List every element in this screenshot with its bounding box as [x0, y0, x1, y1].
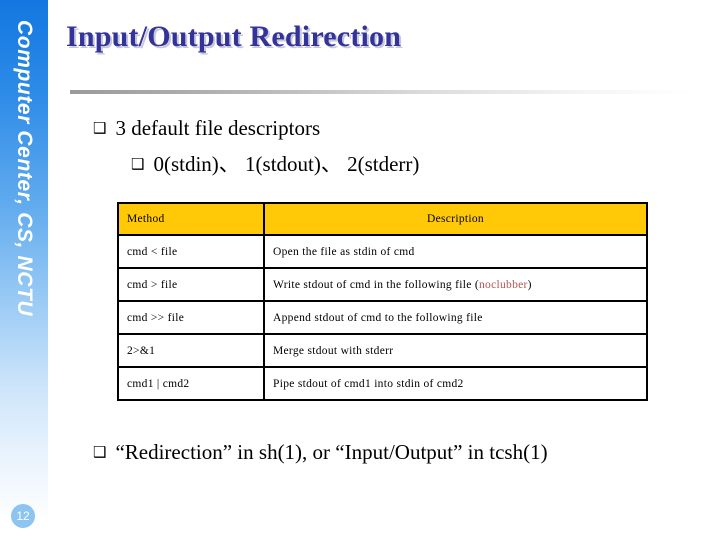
cell-description: Merge stdout with stderr	[263, 333, 648, 368]
table-header-row: Method Description	[117, 202, 648, 236]
bullet-item-stdio-label: 0(stdin)、 1(stdout)、 2(stderr)	[153, 152, 420, 176]
cell-method: cmd < file	[117, 234, 265, 269]
cell-method: cmd1 | cmd2	[117, 366, 265, 401]
cell-method: cmd > file	[117, 267, 265, 302]
cell-description: Pipe stdout of cmd1 into stdin of cmd2	[263, 366, 648, 401]
table-header: Method Description	[117, 202, 648, 236]
bullet-item-stdio: ❑ 0(stdin)、 1(stdout)、 2(stderr)	[131, 148, 419, 178]
description-highlight: noclubber	[478, 278, 528, 291]
description-text: Write stdout of cmd in the following fil…	[273, 278, 479, 291]
bullet-item-descriptors: ❑ 3 default file descriptors	[93, 116, 320, 141]
bullet-item-manpage-label: “Redirection” in sh(1), or “Input/Output…	[115, 440, 548, 464]
cell-method: cmd >> file	[117, 300, 265, 335]
column-header-method: Method	[117, 202, 265, 236]
cell-description: Open the file as stdin of cmd	[263, 234, 648, 269]
cell-method: 2>&1	[117, 333, 265, 368]
description-text-tail: )	[527, 278, 532, 291]
sidebar-banner: Computer Center, CS, NCTU 12	[0, 0, 48, 540]
bullet-item-descriptors-label: 3 default file descriptors	[115, 116, 321, 140]
page-number-badge: 12	[11, 504, 35, 528]
bullet-item-manpage: ❑ “Redirection” in sh(1), or “Input/Outp…	[93, 440, 548, 465]
table-row: cmd > file Write stdout of cmd in the fol…	[117, 267, 648, 302]
cell-description: Write stdout of cmd in the following fil…	[263, 267, 648, 302]
bullet-square-icon: ❑	[93, 443, 107, 461]
sidebar-vertical-label: Computer Center, CS, NCTU	[13, 20, 36, 317]
bullet-square-icon: ❑	[93, 119, 107, 137]
bullet-square-icon: ❑	[131, 155, 145, 173]
cell-description: Append stdout of cmd to the following fi…	[263, 300, 648, 335]
page-title: Input/Output Redirection	[66, 20, 402, 53]
title-divider	[70, 90, 690, 94]
column-header-description: Description	[263, 202, 648, 236]
